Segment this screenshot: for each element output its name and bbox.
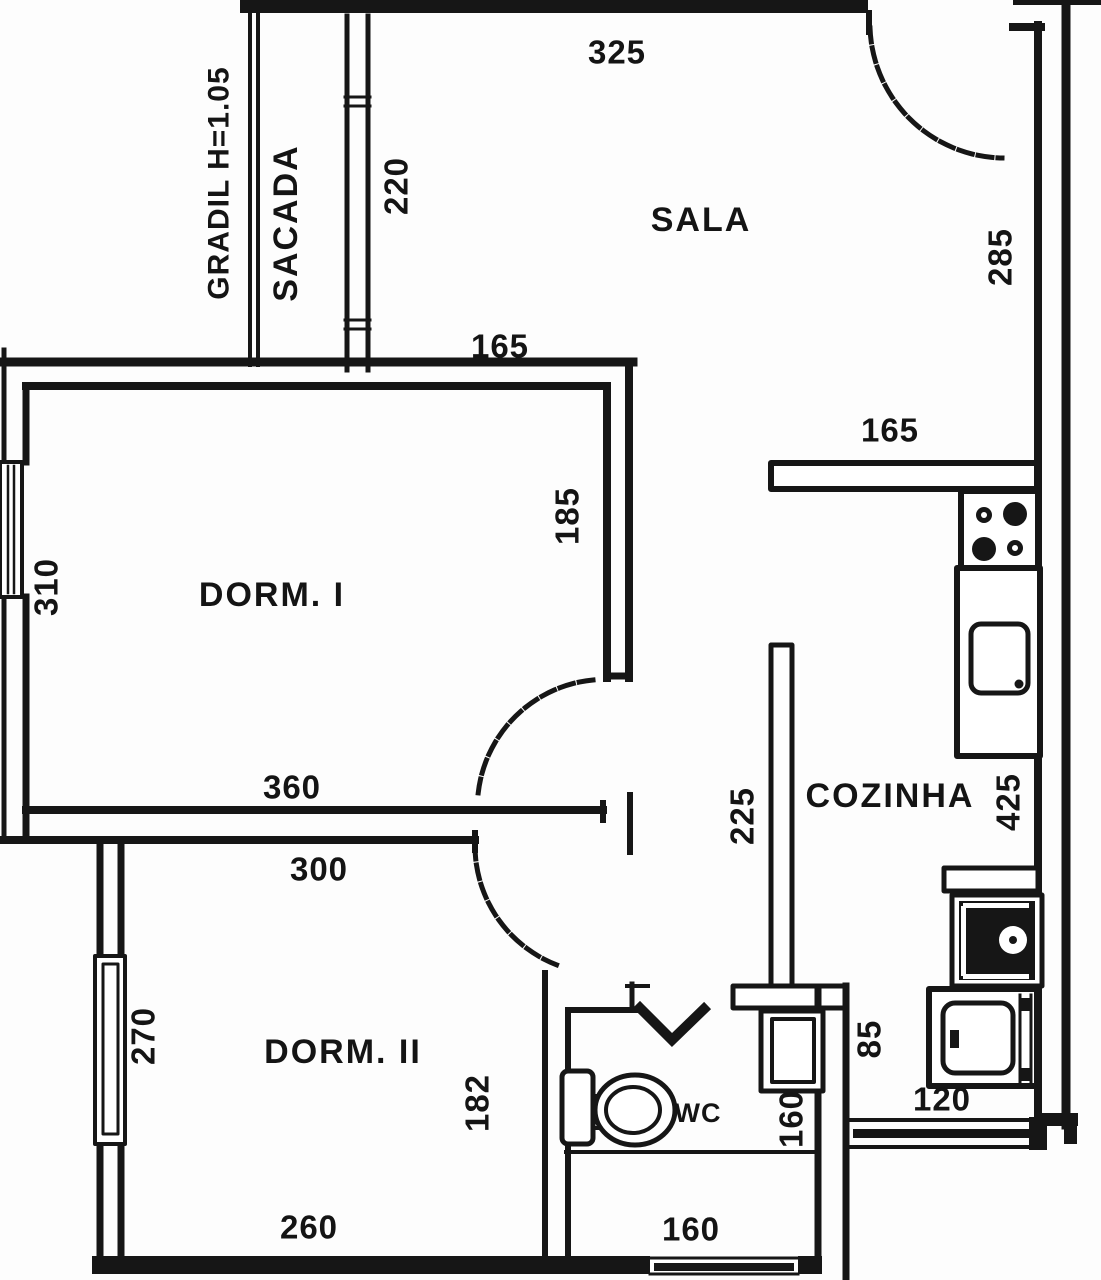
laundry-tank-icon (949, 892, 1045, 989)
kitchen-bottom-window (848, 1117, 1047, 1150)
dim-sacada-side: 220 (378, 157, 415, 215)
dim-sala-top: 325 (588, 34, 646, 71)
washbasin-icon (758, 1008, 826, 1094)
dim-kitchen-window: 120 (913, 1081, 971, 1118)
kitchen-sink-counter-icon (954, 565, 1043, 759)
dim-dorm1-left: 310 (28, 558, 65, 616)
room-label-dorm1: DORM. I (199, 576, 345, 614)
kitchen-fixtures (926, 488, 1045, 1089)
dim-kitchen-top: 165 (861, 412, 919, 449)
dim-dorm1-bottom: 360 (263, 769, 321, 806)
doors (472, 25, 1005, 969)
labels: GRADIL H=1.05 SACADA 220 325 SALA 285 16… (28, 34, 1027, 1248)
balcony-divider-ticks (343, 95, 372, 331)
wall-top (240, 0, 868, 13)
dim-dorm2-top: 300 (290, 851, 348, 888)
dim-wc-basin: 160 (773, 1090, 810, 1148)
wall-kitchen-top (768, 460, 1042, 492)
dim-sala-right: 285 (982, 228, 1019, 286)
stove-icon (958, 488, 1041, 571)
room-label-sala: SALA (651, 201, 752, 239)
dim-dorm2-bottom: 260 (280, 1209, 338, 1246)
dim-dorm2-left: 270 (125, 1007, 162, 1065)
dorm2-window (93, 954, 127, 1146)
wall-right-bottom-stub (1064, 1126, 1077, 1144)
wall-bottom (92, 1256, 822, 1274)
dim-kitchen-right: 425 (990, 773, 1027, 831)
kitchen-shelf (941, 865, 1041, 894)
toilet-icon (559, 1068, 678, 1148)
wc-fixtures (559, 1008, 826, 1154)
gradil-label: GRADIL H=1.05 (203, 66, 236, 299)
wall-top-right-thin (1013, 0, 1101, 5)
dorm1-door-arc (475, 677, 596, 798)
wc-door-leaf-icon (632, 1000, 712, 1048)
room-label-dorm2: DORM. II (264, 1033, 422, 1071)
washing-machine-icon (926, 986, 1040, 1089)
dim-corridor: 225 (724, 787, 761, 845)
dim-kitchen-passage: 85 (851, 1020, 888, 1059)
dorm2-door-arc (472, 842, 561, 969)
dim-wc-bottom: 160 (662, 1211, 720, 1248)
dorm1-window (0, 460, 24, 599)
room-label-wc: WC (675, 1098, 722, 1128)
wall-wc-entry-stub (730, 983, 849, 1011)
room-label-sacada: SACADA (267, 144, 305, 301)
wall-corridor-kitchen (768, 642, 795, 1010)
dim-sala-left-width: 165 (471, 328, 529, 365)
windows (0, 460, 1047, 1276)
wc-bottom-window (648, 1256, 800, 1276)
dim-dorm1-right: 185 (549, 487, 586, 545)
room-label-cozinha: COZINHA (806, 777, 975, 815)
sala-entry-door-arc (867, 25, 1005, 161)
dim-wc-side: 182 (459, 1074, 496, 1132)
